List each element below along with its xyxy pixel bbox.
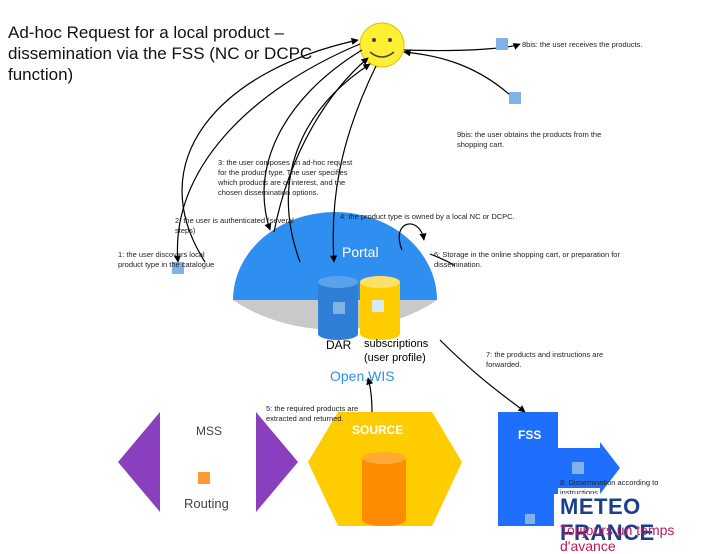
step-markers: [172, 38, 584, 524]
subscriptions-label: subscriptions: [364, 338, 429, 350]
flow-arrows: [173, 37, 526, 413]
step-3-note: 3: the user composes an ad-hoc request f…: [218, 158, 353, 197]
mss-box: [160, 412, 256, 518]
portal-label: Portal: [342, 244, 379, 260]
meteo-france-logo: METEO FRANCE Toujours un temps d'avance: [554, 494, 720, 554]
fss-arrow: [498, 412, 620, 526]
diagram-canvas: [118, 22, 620, 526]
openwis-label: Open.WIS: [330, 368, 395, 384]
source-cylinder: [362, 452, 406, 526]
dar-label: DAR: [326, 338, 352, 352]
step-7-note: 7: the products and instructions are for…: [486, 350, 604, 369]
step-1-note: 1: the user discovers local product type…: [118, 250, 215, 269]
step-6-note: 6: Storage in the online shopping cart, …: [434, 250, 620, 269]
source-label: SOURCE: [352, 423, 404, 437]
routing-label: Routing: [184, 496, 229, 511]
step-9bis-note: 9bis: the user obtains the products from…: [457, 130, 602, 149]
page-title: Ad-hoc Request for a local product – dis…: [8, 23, 313, 84]
step-8-note: 8: Dissemination according to instructio…: [560, 478, 659, 497]
step-8bis-note: 8bis: the user receives the products.: [522, 40, 643, 49]
user-smiley-icon: [359, 22, 405, 68]
user-profile-label: (user profile): [364, 352, 426, 364]
mss-label: MSS: [196, 424, 223, 438]
logo-slogan: Toujours un temps d'avance: [560, 522, 675, 554]
dar-cylinder: [318, 276, 358, 340]
step-4-note: 4: the product type is owned by a local …: [340, 212, 515, 221]
step-5-note: 5: the required products are extracted a…: [266, 404, 359, 423]
fss-label: FSS: [518, 428, 542, 442]
step-2-note: 2: the user is authenticated (several st…: [175, 216, 294, 235]
